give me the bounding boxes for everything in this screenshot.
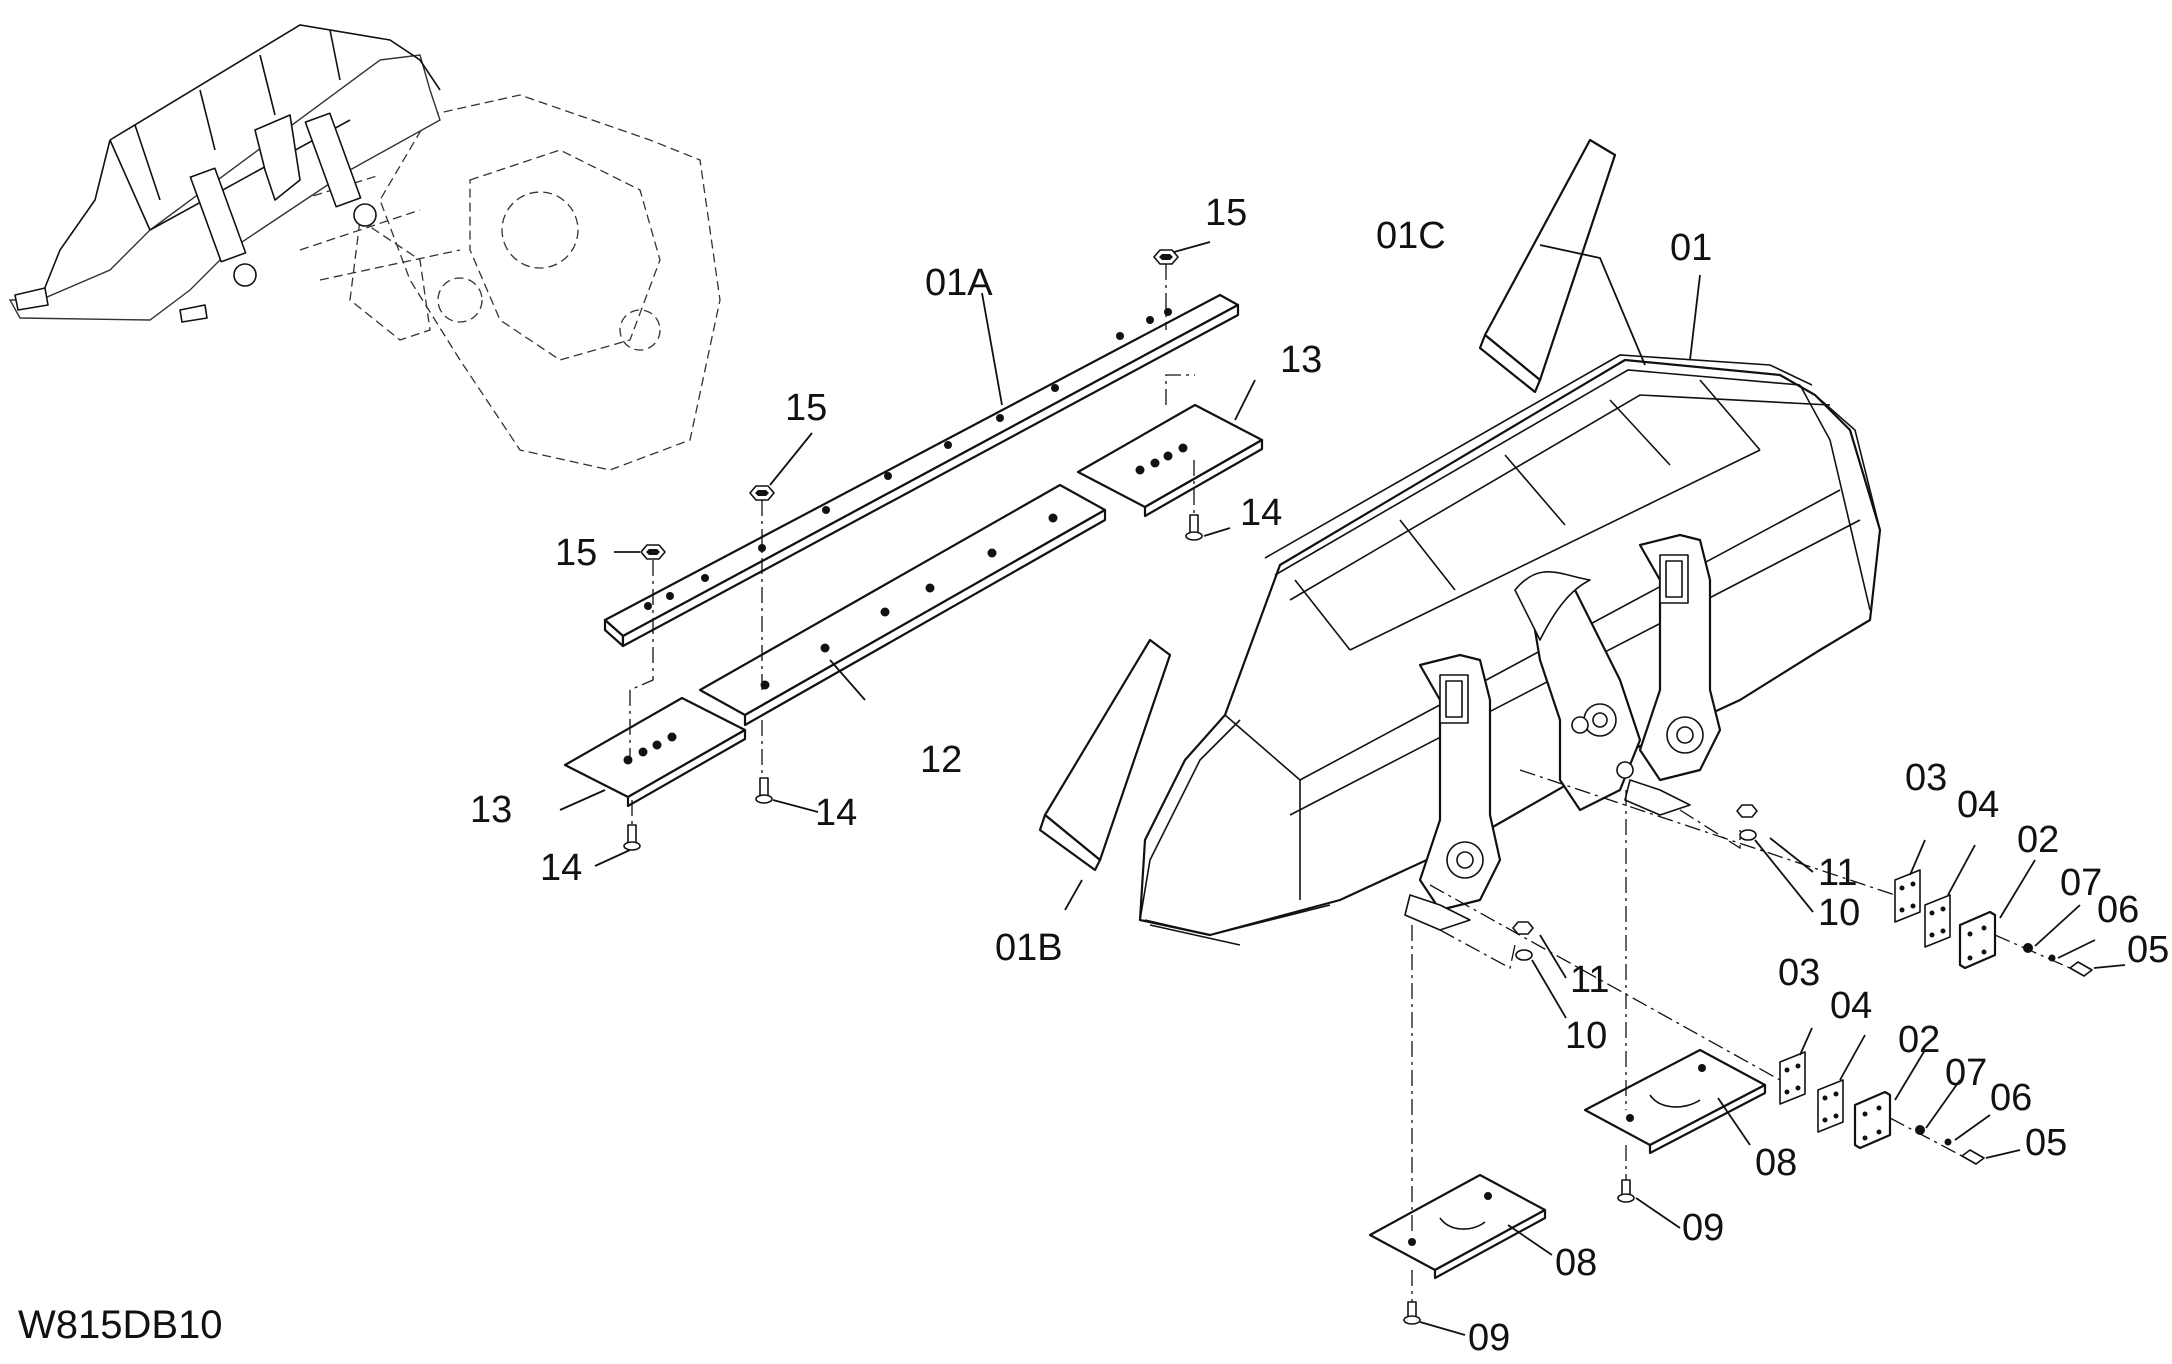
bolt-14-center <box>755 777 773 804</box>
bolt-09-lower <box>1403 1301 1421 1325</box>
washer-06-lower <box>1944 1138 1952 1146</box>
label-08-lower: 08 <box>1555 1242 1597 1284</box>
label-04-upper: 04 <box>1957 784 1999 826</box>
label-10-lower: 10 <box>1565 1015 1607 1057</box>
hinge-hardware-lower <box>1429 884 1985 1165</box>
bolt-05-upper <box>2069 961 2093 977</box>
bolt-14-left <box>623 824 641 851</box>
label-01C: 01C <box>1376 215 1446 257</box>
loader-context-view <box>8 24 721 471</box>
wear-plate-08-lower <box>1368 1173 1547 1280</box>
label-15-left: 15 <box>555 532 597 574</box>
nut-15-left <box>640 544 666 560</box>
cutting-edge-holes <box>644 308 1172 610</box>
label-09-upper: 09 <box>1682 1207 1724 1249</box>
leader-lines <box>559 241 2126 1336</box>
label-13-left: 13 <box>470 789 512 831</box>
tilt-link <box>1528 578 1642 812</box>
label-14-right: 14 <box>1240 492 1282 534</box>
label-03-upper: 03 <box>1905 757 1947 799</box>
label-06-upper: 06 <box>2097 889 2139 931</box>
callout-labels: 01C 01 01A 01B 15 15 15 13 13 14 14 14 1… <box>18 192 2169 1359</box>
label-04-lower: 04 <box>1830 985 1872 1027</box>
washer-10-upper <box>1739 829 1757 841</box>
shim-04-upper <box>1924 894 1951 948</box>
shim-04-lower <box>1817 1079 1844 1133</box>
label-11-upper: 11 <box>1818 852 1857 894</box>
label-02-upper: 02 <box>2017 819 2059 861</box>
side-cutter-01C <box>1478 138 1617 394</box>
label-02-lower: 02 <box>1898 1019 1940 1061</box>
label-08-upper: 08 <box>1755 1142 1797 1184</box>
nut-11-upper <box>1736 804 1758 818</box>
label-09-lower: 09 <box>1468 1317 1510 1359</box>
label-15-middle: 15 <box>785 387 827 429</box>
shim-03-upper <box>1894 869 1921 923</box>
bolt-05-lower <box>1961 1149 1985 1165</box>
label-15-top: 15 <box>1205 192 1247 234</box>
side-cutter-01B <box>1038 638 1172 872</box>
label-10-upper: 10 <box>1818 892 1860 934</box>
wear-plate-08-upper <box>1583 1048 1767 1155</box>
label-05-upper: 05 <box>2127 929 2169 971</box>
label-06-lower: 06 <box>1990 1077 2032 1119</box>
blade-12 <box>698 483 1107 717</box>
label-01B: 01B <box>995 927 1063 969</box>
label-01A: 01A <box>925 262 993 304</box>
label-13-right: 13 <box>1280 339 1322 381</box>
shim-03-lower <box>1779 1051 1806 1105</box>
blade-holes <box>760 513 1058 690</box>
drawing-code: W815DB10 <box>18 1303 223 1347</box>
label-12: 12 <box>920 739 962 781</box>
hinge-hardware-upper <box>1519 769 2093 977</box>
label-07-lower: 07 <box>1945 1052 1987 1094</box>
label-11-lower: 11 <box>1570 959 1609 1001</box>
nut-15-top <box>1153 249 1179 265</box>
label-14-left: 14 <box>540 847 582 889</box>
plate-02-lower <box>1853 1090 1892 1150</box>
label-14-center: 14 <box>815 792 857 834</box>
label-03-lower: 03 <box>1778 952 1820 994</box>
bolt-09-upper <box>1617 1179 1635 1203</box>
plate-02-upper <box>1958 910 1997 970</box>
cutting-edge-assembly <box>563 249 1264 851</box>
bucket-01 <box>1138 354 1882 946</box>
label-05-lower: 05 <box>2025 1122 2067 1164</box>
washer-10-lower <box>1515 949 1533 961</box>
nut-15-middle <box>749 485 775 501</box>
label-01: 01 <box>1670 227 1712 269</box>
label-07-upper: 07 <box>2060 862 2102 904</box>
bolt-14-right <box>1185 514 1203 541</box>
nut-11-lower <box>1512 921 1534 935</box>
